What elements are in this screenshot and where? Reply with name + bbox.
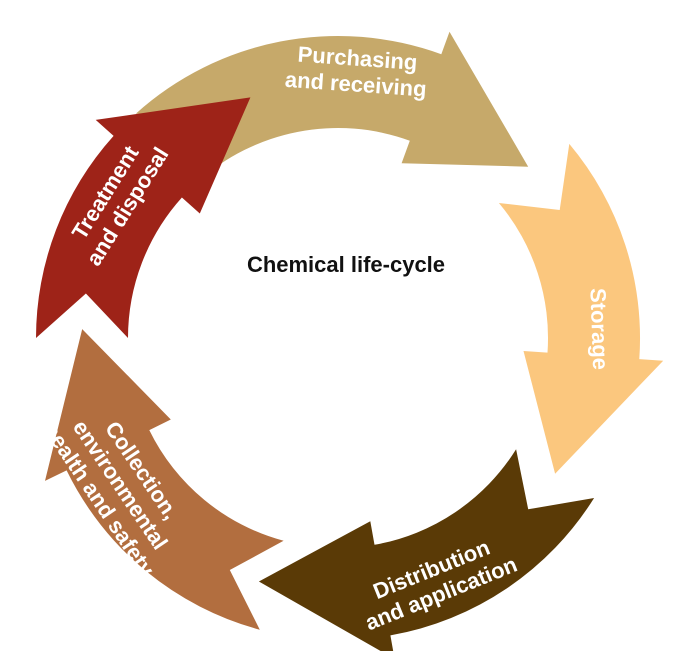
arrow-segment-collection [45, 329, 284, 630]
center-label: Chemical life-cycle [247, 252, 445, 277]
stage-label-storage: Storage [585, 288, 613, 371]
arrow-segment-purchasing [135, 31, 529, 182]
cycle-arrows [36, 31, 664, 656]
arrow-segment-storage [498, 143, 664, 474]
arrow-segment-distribution [258, 449, 595, 656]
arrow-segment-treatment [36, 97, 251, 339]
stage-label-line: Storage [585, 288, 613, 371]
